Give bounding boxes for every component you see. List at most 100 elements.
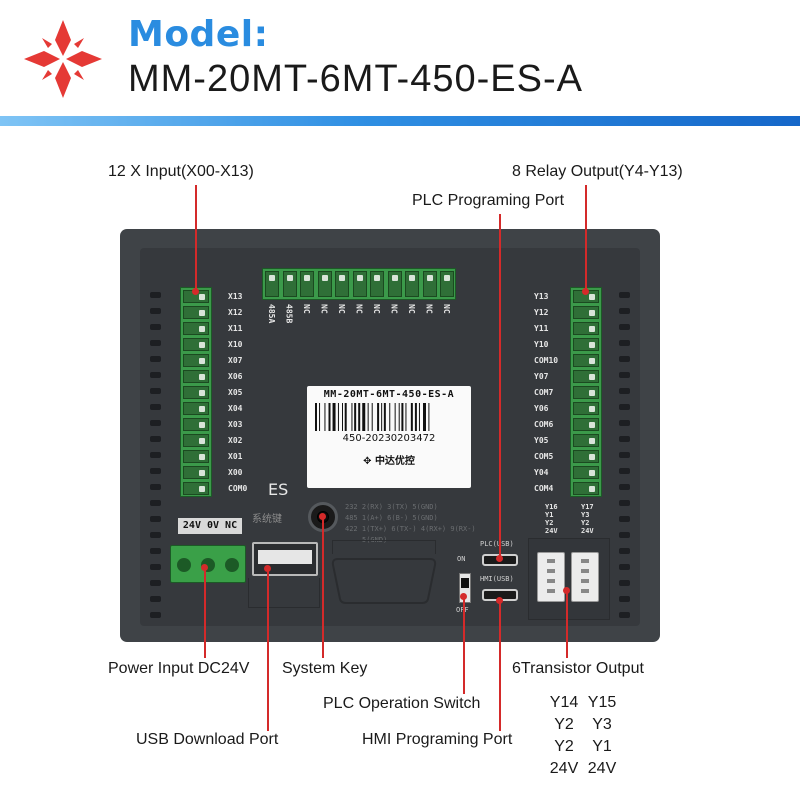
terminal-pin <box>589 390 595 396</box>
transistor-pin-label: Y1 <box>545 511 554 519</box>
terminal-pin <box>391 275 398 281</box>
vent-slot <box>619 532 630 538</box>
barcode-bar <box>405 403 407 431</box>
terminal-pin <box>444 275 450 281</box>
connector-pin <box>547 579 555 583</box>
leader-x-input <box>195 185 197 292</box>
y-terminal-label: COM10 <box>534 356 559 365</box>
callout-plc-port: PLC Programing Port <box>412 192 565 209</box>
terminal-slot <box>183 338 209 351</box>
model-number: MM-20MT-6MT-450-ES-A <box>128 58 583 100</box>
vent-slot <box>619 612 630 618</box>
leader-hmi-port <box>499 600 501 731</box>
vent-slot <box>619 372 630 378</box>
connector-pin <box>581 559 589 563</box>
terminal-slot <box>300 271 314 297</box>
transistor-table-cell: 24V <box>587 760 617 777</box>
transistor-table-cell: Y15 <box>587 694 617 711</box>
vent-slot <box>150 532 161 538</box>
x-terminal-label: X05 <box>228 388 243 397</box>
x-terminal-label: X10 <box>228 340 243 349</box>
y-terminal-label: Y11 <box>534 324 549 333</box>
connector-pin <box>547 589 555 593</box>
vent-slot <box>619 324 630 330</box>
vent-slot <box>150 324 161 330</box>
barcode-bar <box>351 403 353 431</box>
x-terminal-label: X06 <box>228 372 243 381</box>
comm-pinout-422: 422 1(TX+) 6(TX-) 4(RX+) 9(RX-) <box>345 525 476 533</box>
leader-dot-hmi-port <box>496 597 503 604</box>
power-screw-24v <box>177 558 191 572</box>
leader-plc-port <box>499 214 501 558</box>
terminal-slot <box>183 370 209 383</box>
transistor-pin-label: Y2 <box>581 519 590 527</box>
y-terminal-label: COM6 <box>534 420 554 429</box>
switch-knob <box>461 578 469 588</box>
terminal-pin <box>199 470 205 476</box>
x-terminal-label: X03 <box>228 420 243 429</box>
vent-slot <box>619 580 630 586</box>
comm-terminal-label: 485B <box>284 304 294 324</box>
barcode-bar <box>342 403 343 431</box>
terminal-slot <box>573 370 599 383</box>
transistor-table-cell: Y2 <box>554 738 574 755</box>
x-terminal-label: X02 <box>228 436 243 445</box>
connector-pin <box>547 569 555 573</box>
terminal-pin <box>589 438 595 444</box>
terminal-pin <box>199 342 205 348</box>
terminal-pin <box>199 486 205 492</box>
callout-transistor: 6Transistor Output <box>512 660 644 677</box>
vent-slot <box>619 484 630 490</box>
vent-slot <box>619 436 630 442</box>
leader-dot-system-key <box>319 513 326 520</box>
vent-slot <box>150 468 161 474</box>
terminal-pin <box>374 275 380 281</box>
vent-slot <box>619 308 630 314</box>
terminal-slot <box>352 271 367 297</box>
terminal-slot <box>183 322 209 335</box>
vent-slot <box>619 564 630 570</box>
barcode-bar <box>332 403 336 431</box>
leader-relay-output <box>585 185 587 292</box>
hmi-usb-label: HMI(USB) <box>480 575 514 583</box>
terminal-pin <box>269 275 275 281</box>
transistor-table-cell: 24V <box>549 760 579 777</box>
brand-mark-icon: ✥ <box>363 456 372 467</box>
terminal-slot <box>573 418 599 431</box>
barcode-bar <box>367 403 369 431</box>
comm-terminal-label: NC <box>407 304 416 314</box>
terminal-slot <box>573 338 599 351</box>
terminal-pin <box>286 275 293 281</box>
terminal-pin <box>199 374 205 380</box>
terminal-slot <box>370 271 384 297</box>
vent-slot <box>150 500 161 506</box>
terminal-pin <box>589 406 595 412</box>
vent-slot <box>619 596 630 602</box>
terminal-pin <box>304 275 310 281</box>
db-recess <box>332 540 436 554</box>
callout-x-input: 12 X Input(X00-X13) <box>108 163 254 180</box>
leader-dot-plc-port <box>496 555 503 562</box>
terminal-pin <box>589 422 595 428</box>
vent-slot <box>619 452 630 458</box>
system-key-cn-label: 系统键 <box>252 514 282 525</box>
vent-slot <box>619 548 630 554</box>
terminal-slot <box>573 354 599 367</box>
vent-slot <box>619 420 630 426</box>
power-input-terminal[interactable] <box>170 545 246 583</box>
comm-terminal-label: NC <box>302 304 311 314</box>
comm-terminal-label: NC <box>389 304 399 314</box>
comm-terminal-label: NC <box>354 304 364 314</box>
callout-system-key: System Key <box>282 660 368 677</box>
x-terminal-label: X04 <box>228 404 243 413</box>
barcode-bar <box>418 403 420 431</box>
vent-slot <box>150 452 161 458</box>
terminal-slot <box>183 402 209 415</box>
terminal-slot <box>573 434 599 447</box>
leader-power-input <box>204 567 206 658</box>
terminal-pin <box>199 438 205 444</box>
vent-slot <box>619 516 630 522</box>
y-terminal-label: Y07 <box>534 372 549 381</box>
sticker-serial: 450-20230203472 <box>342 433 436 444</box>
comm-pinout-232: 232 2(RX) 3(TX) 5(GND) <box>345 503 438 511</box>
